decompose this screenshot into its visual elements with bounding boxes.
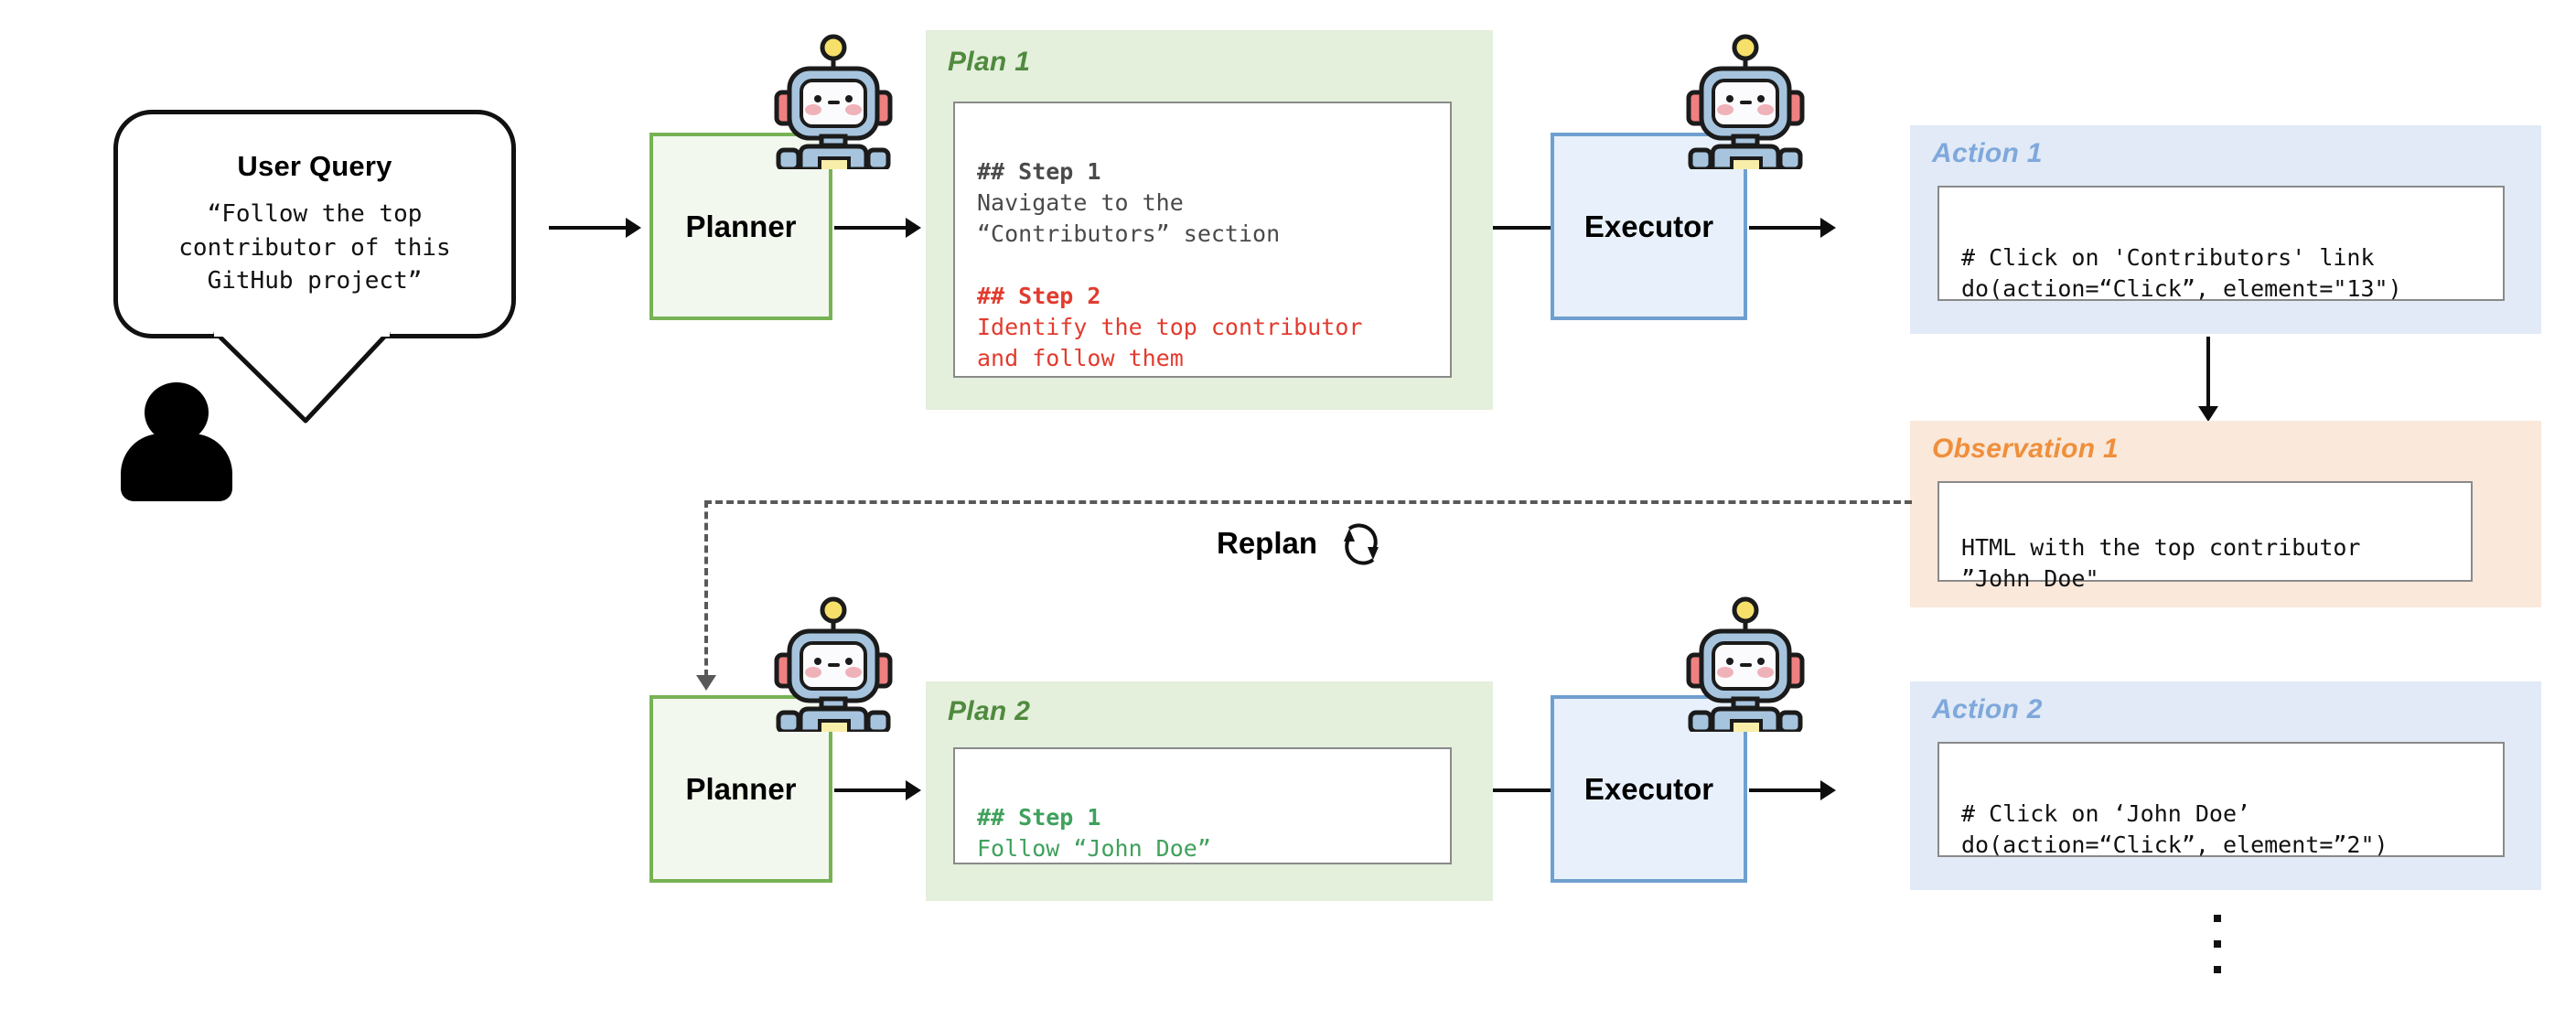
plan-2-step1-heading: ## Step 1	[977, 804, 1101, 831]
action-1-panel: Action 1 # Click on 'Contributors' link …	[1910, 125, 2541, 334]
arrow-planner2-to-plan2-line	[834, 788, 906, 792]
action-1-comment: # Click on 'Contributors' link	[1961, 244, 2375, 271]
replan-dashed-vertical	[704, 500, 708, 677]
arrow-query-to-planner-head	[626, 218, 641, 238]
arrow-executor-to-action1-line	[1749, 226, 1820, 230]
replan-dashed-arrowhead	[696, 675, 716, 691]
arrow-action1-to-obs1-line	[2206, 337, 2210, 408]
bubble-tail-icon	[213, 329, 391, 424]
arrow-planner2-to-plan2-head	[906, 780, 921, 800]
observation-1-title: Observation 1	[1932, 434, 2119, 464]
ellipsis-dot	[2214, 966, 2221, 973]
plan-2-panel: Plan 2 ## Step 1 Follow “John Doe”	[926, 681, 1493, 901]
action-2-codebox: # Click on ‘John Doe’ do(action=“Click”,…	[1937, 742, 2505, 858]
arrow-executor2-to-action2-head	[1820, 780, 1836, 800]
plan-2-codebox: ## Step 1 Follow “John Doe”	[953, 747, 1452, 864]
planner-label-1: Planner	[685, 209, 797, 243]
robot-agent-icon	[1686, 34, 1805, 169]
user-body-shape	[121, 434, 232, 501]
action-2-title: Action 2	[1932, 694, 2043, 724]
plan-1-step2-body: Identify the top contributor and follow …	[977, 314, 1363, 371]
circular-refresh-arrows-icon	[1344, 523, 1379, 565]
planner-label-2: Planner	[685, 771, 797, 806]
robot-agent-icon	[1686, 596, 1805, 732]
executor-label-2: Executor	[1583, 771, 1714, 806]
plan-2-step1-body: Follow “John Doe”	[977, 835, 1211, 862]
replan-label: Replan	[1217, 526, 1318, 560]
ellipsis-dot	[2214, 915, 2221, 922]
user-person-icon	[121, 382, 249, 501]
arrow-query-to-planner-line	[549, 226, 626, 230]
observation-1-text: HTML with the top contributor ”John Doe"	[1961, 534, 2361, 592]
user-query-title: User Query	[237, 149, 392, 182]
observation-1-panel: Observation 1 HTML with the top contribu…	[1910, 421, 2541, 607]
action-2-call: do(action=“Click”, element=”2")	[1961, 831, 2388, 858]
plan-1-step1-body: Navigate to the “Contributors” section	[977, 189, 1281, 247]
plan-1-step1-heading: ## Step 1	[977, 158, 1101, 185]
arrow-planner-to-plan1-line	[834, 226, 906, 230]
arrow-executor2-to-action2-line	[1749, 788, 1820, 792]
action-1-codebox: # Click on 'Contributors' link do(action…	[1937, 186, 2505, 302]
executor-label-1: Executor	[1583, 209, 1714, 243]
vertical-ellipsis-icon	[2214, 915, 2221, 992]
arrow-plan1-to-executor-line	[1493, 226, 1570, 230]
action-1-title: Action 1	[1932, 138, 2043, 168]
plan-1-panel: Plan 1 ## Step 1 Navigate to the “Contri…	[926, 30, 1493, 410]
plan-1-title: Plan 1	[948, 47, 1031, 77]
planner-box-1[interactable]: Planner	[649, 133, 832, 320]
ellipsis-dot	[2214, 940, 2221, 948]
user-head-shape	[145, 382, 209, 443]
arrow-executor-to-action1-head	[1820, 218, 1836, 238]
plan-2-title: Plan 2	[948, 696, 1031, 726]
user-query-bubble: User Query “Follow the top contributor o…	[113, 110, 516, 338]
arrow-action1-to-obs1-head	[2198, 406, 2218, 422]
robot-agent-icon	[774, 596, 893, 732]
robot-agent-icon	[774, 34, 893, 169]
plan-1-codebox: ## Step 1 Navigate to the “Contributors”…	[953, 102, 1452, 378]
plan-1-step2-heading: ## Step 2	[977, 283, 1101, 309]
arrow-planner-to-plan1-head	[906, 218, 921, 238]
action-2-comment: # Click on ‘John Doe’	[1961, 800, 2251, 827]
action-2-panel: Action 2 # Click on ‘John Doe’ do(action…	[1910, 681, 2541, 890]
replan-dashed-horizontal	[704, 500, 1912, 504]
user-query-text: “Follow the top contributor of this GitH…	[178, 199, 451, 295]
arrow-plan2-to-executor2-line	[1493, 788, 1570, 792]
observation-1-codebox: HTML with the top contributor ”John Doe"	[1937, 481, 2473, 592]
action-1-call: do(action=“Click”, element="13")	[1961, 275, 2402, 302]
